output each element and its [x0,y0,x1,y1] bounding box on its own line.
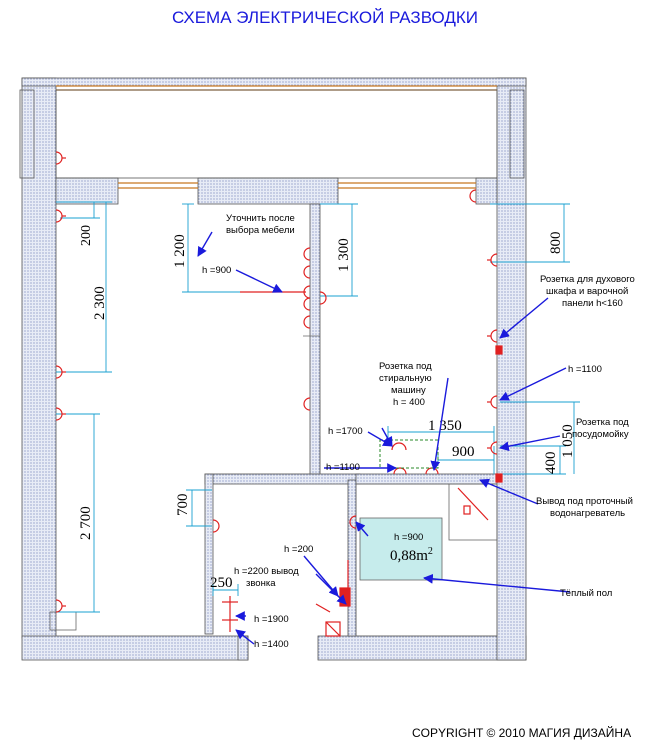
dim-700: 700 [175,494,191,517]
dimension-texts: 200 2 300 2 700 1 200 1 300 800 700 250 … [78,225,576,591]
dim-200: 200 [79,225,94,246]
label-clarify-2: выбора мебели [226,225,295,236]
label-area: 0,88m2 [390,546,433,564]
balcony-outline [19,89,525,179]
label-dish-1: Розетка под [576,417,629,428]
label-h2200-1: h =2200 вывод [234,566,299,577]
dim-250: 250 [210,575,233,591]
washer-marker [379,439,439,469]
label-oven-3: панели h<160 [562,298,623,309]
annotation-labels: Уточнить после выбора мебели h =900 Розе… [202,213,635,650]
label-oven-2: шкафа и варочной [546,286,628,297]
window-frames [56,85,497,189]
label-h900-bath: h =900 [394,532,423,543]
label-h900-top: h =900 [202,265,231,276]
label-h1700: h =1700 [328,426,363,437]
room-outlines [49,335,498,637]
label-h1100-right: h =1100 [568,364,602,375]
callout-arrows [197,231,571,645]
label-h1400: h =1400 [254,639,289,650]
label-h1100-left: h =1100 [326,462,360,473]
dim-1300: 1 300 [336,238,352,272]
label-heater-1: Вывод под проточный [536,496,633,507]
warm-floor-zone [359,517,443,581]
label-washer-3: машину [391,385,426,396]
label-washer-2: стиральную [379,373,432,384]
dim-1350: 1 350 [428,418,462,434]
label-washer-1: Розетка под [379,361,432,372]
dim-2700: 2 700 [78,506,94,540]
dimension-lines [56,201,580,613]
dim-1200: 1 200 [172,234,188,268]
dim-2300: 2 300 [92,286,108,320]
label-dish-2: посудомойку [572,429,629,440]
dim-400: 400 [543,452,559,475]
dim-800: 800 [548,232,564,255]
label-h200: h =200 [284,544,313,555]
walls [21,77,527,661]
label-h1900: h =1900 [254,614,289,625]
label-warm-floor: Тёплый пол [560,588,612,599]
label-clarify-1: Уточнить после [226,213,295,224]
label-h2200-2: звонка [246,578,276,589]
copyright: COPYRIGHT © 2010 МАГИЯ ДИЗАЙНА [412,726,632,740]
label-heater-2: водонагреватель [550,508,625,519]
dim-900: 900 [452,444,475,460]
label-oven-1: Розетка для духового [540,274,635,285]
page-title: СХЕМА ЭЛЕКТРИЧЕСКОЙ РАЗВОДКИ [172,8,478,27]
dim-1050: 1 050 [560,424,576,458]
label-washer-4: h = 400 [393,397,425,408]
